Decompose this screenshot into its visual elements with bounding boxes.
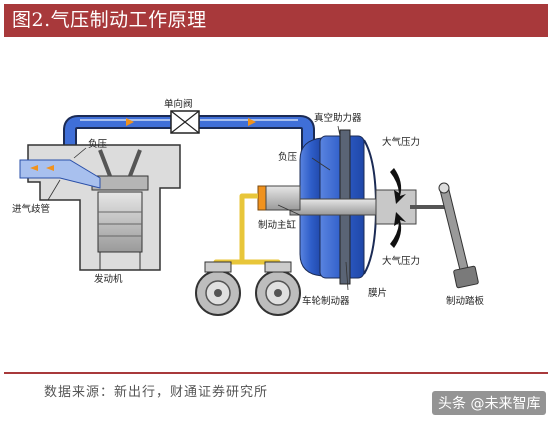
engine-label: 发动机 (94, 273, 123, 285)
atmospheric-bottom-label: 大气压力 (382, 255, 420, 267)
engine-icon (19, 144, 181, 271)
leader-lines (47, 125, 349, 291)
master-cylinder-icon (257, 185, 301, 211)
atmospheric-top-label: 大气压力 (382, 136, 420, 148)
master-cylinder-label: 制动主缸 (258, 219, 297, 231)
check-valve-icon (170, 110, 200, 134)
diaphragm-label: 膜片 (368, 287, 387, 299)
atmospheric-arrow-icon (390, 168, 406, 248)
source-note: 数据来源：新出行，财通证券研究所 (44, 385, 269, 400)
negative-pressure-left-label: 负压 (88, 138, 108, 150)
wheel-brake-icon (195, 261, 301, 316)
vacuum-booster-icon (289, 129, 417, 285)
intake-manifold-label: 进气歧管 (12, 203, 50, 215)
vacuum-booster-label: 真空助力器 (314, 112, 362, 124)
footer-divider (4, 372, 548, 374)
negative-pressure-right-label: 负压 (278, 151, 298, 163)
brake-pedal-icon (410, 182, 479, 289)
brake-diagram: 单向阀 真空助力器 负压 负压 进气歧管 发动机 制动主缸 大气压力 大气压力 … (12, 98, 485, 316)
brake-pedal-label: 制动踏板 (446, 295, 485, 307)
title-bar: 图2.气压制动工作原理 (4, 4, 548, 37)
check-valve-label: 单向阀 (164, 98, 193, 110)
wheel-brake-label: 车轮制动器 (302, 295, 350, 307)
watermark: 头条 @未来智库 (432, 391, 547, 415)
page-title: 图2.气压制动工作原理 (12, 9, 207, 31)
